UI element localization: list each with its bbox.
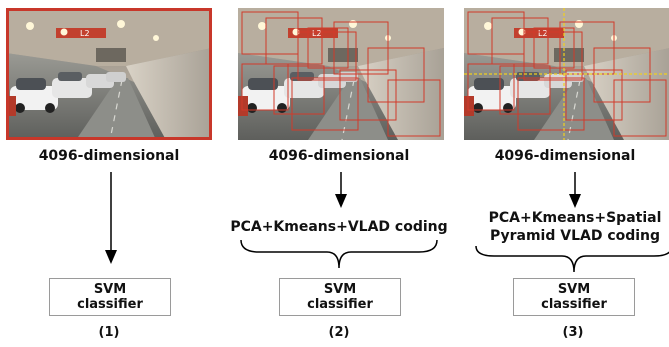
panel-caption: (2)	[328, 325, 350, 340]
classifier-label: classifier	[307, 297, 373, 312]
curly-brace-icon	[240, 239, 438, 269]
down-arrow-icon	[335, 172, 347, 208]
coding-label-line: PCA+Kmeans+VLAD coding	[230, 219, 448, 235]
svm-classifier-box: SVM classifier	[513, 278, 635, 316]
svm-label: SVM	[323, 282, 357, 297]
parking-garage-photo	[6, 8, 212, 140]
svm-classifier-box: SVM classifier	[49, 278, 171, 316]
coding-label: PCA+Kmeans+VLAD coding	[224, 218, 454, 236]
parking-garage-photo	[238, 8, 444, 140]
pipeline-panel-2: 4096-dimensional PCA+Kmeans+VLAD coding …	[230, 0, 448, 347]
down-arrow-icon	[569, 172, 581, 208]
curly-brace-icon	[475, 245, 669, 273]
coding-label: PCA+Kmeans+Spatial Pyramid VLAD coding	[460, 209, 669, 245]
parking-garage-photo	[464, 8, 669, 140]
pipeline-panel-3: 4096-dimensional PCA+Kmeans+Spatial Pyra…	[460, 0, 669, 347]
svm-label: SVM	[557, 282, 591, 297]
down-arrow-icon	[105, 172, 117, 264]
feature-dimension-label: 4096-dimensional	[268, 148, 410, 164]
spatial-pyramid-lines	[464, 8, 669, 140]
feature-dimension-label: 4096-dimensional	[38, 148, 180, 164]
whole-image-box	[6, 8, 212, 140]
classifier-label: classifier	[541, 297, 607, 312]
coding-label-line: PCA+Kmeans+Spatial	[488, 210, 662, 226]
classifier-label: classifier	[77, 297, 143, 312]
coding-label-line: Pyramid VLAD coding	[489, 228, 661, 244]
feature-dimension-label: 4096-dimensional	[494, 148, 636, 164]
patch-boxes	[241, 11, 441, 137]
panel-caption: (1)	[98, 325, 120, 340]
svm-label: SVM	[93, 282, 127, 297]
svm-classifier-box: SVM classifier	[279, 278, 401, 316]
panel-caption: (3)	[562, 325, 584, 340]
pipeline-panel-1: 4096-dimensional SVM classifier (1)	[4, 0, 214, 347]
